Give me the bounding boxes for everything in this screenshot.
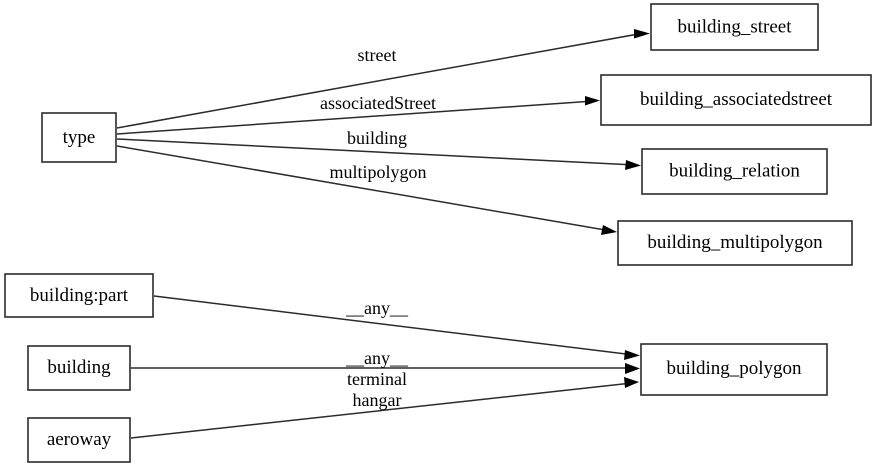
node-box xyxy=(600,74,872,126)
edge-line xyxy=(116,100,595,135)
node-label: building_multipolygon xyxy=(647,232,823,253)
node-box xyxy=(41,112,117,163)
node-building-street[interactable]: building_street xyxy=(650,3,819,51)
node-building-multipolygon[interactable]: building_multipolygon xyxy=(617,220,853,266)
node-label: building_street xyxy=(678,16,793,37)
node-label: type xyxy=(63,127,96,148)
node-building[interactable]: building xyxy=(27,345,131,391)
node-box xyxy=(641,148,828,195)
node-box xyxy=(617,220,853,266)
edge-line xyxy=(130,382,633,439)
edge-label-associatedstreet: associatedStreet xyxy=(320,93,436,113)
arrowhead-icon xyxy=(625,363,640,374)
node-building-polygon[interactable]: building_polygon xyxy=(640,343,828,396)
node-aeroway[interactable]: aeroway xyxy=(27,417,131,463)
arrowhead-icon xyxy=(585,96,600,106)
edge-type-building[interactable]: building xyxy=(116,128,641,170)
node-label: building_polygon xyxy=(666,358,802,379)
arrowhead-icon xyxy=(634,29,650,39)
edge-type-associatedstreet[interactable]: associatedStreet xyxy=(116,93,600,135)
edge-label-building: building xyxy=(347,128,407,148)
arrowhead-icon xyxy=(624,350,640,360)
arrowhead-icon xyxy=(624,377,639,388)
arrowhead-icon xyxy=(601,225,617,235)
edges-layer: street associatedStreet building multipo… xyxy=(116,29,650,439)
node-box xyxy=(650,3,819,51)
node-type[interactable]: type xyxy=(41,112,117,163)
edge-aeroway-terminal-hangar[interactable]: terminal hangar xyxy=(130,369,639,439)
arrowhead-icon xyxy=(625,160,641,170)
node-label: building_associatedstreet xyxy=(640,89,833,110)
node-box xyxy=(640,343,828,396)
node-box xyxy=(27,417,131,463)
edge-building-any[interactable]: __any__ xyxy=(131,348,640,374)
edge-type-street[interactable]: street xyxy=(116,29,650,129)
node-label: building:part xyxy=(30,285,129,306)
edge-line xyxy=(116,138,636,166)
edge-label-any-buildingpart: __any__ xyxy=(345,298,409,318)
node-building-relation[interactable]: building_relation xyxy=(641,148,828,195)
edge-line xyxy=(153,295,635,356)
node-label: building xyxy=(47,357,111,378)
target-nodes-layer: building_street building_associatedstree… xyxy=(600,3,872,396)
source-nodes-layer: type building:part building aeroway xyxy=(4,112,154,463)
edge-label-terminal: terminal xyxy=(347,369,407,389)
node-box xyxy=(4,273,154,318)
edge-label-any-building: __any__ xyxy=(345,348,409,368)
edge-line xyxy=(116,32,645,129)
edge-type-multipolygon[interactable]: multipolygon xyxy=(116,145,617,235)
node-building-part[interactable]: building:part xyxy=(4,273,154,318)
edge-line xyxy=(116,145,612,232)
edge-buildingpart-any[interactable]: __any__ xyxy=(153,295,640,360)
node-label: aeroway xyxy=(47,429,112,450)
edge-label-multipolygon: multipolygon xyxy=(329,162,426,182)
edge-label-hangar: hangar xyxy=(353,390,402,410)
node-label: building_relation xyxy=(669,160,800,181)
node-box xyxy=(27,345,131,391)
node-building-associatedstreet[interactable]: building_associatedstreet xyxy=(600,74,872,126)
edge-label-street: street xyxy=(358,45,397,65)
